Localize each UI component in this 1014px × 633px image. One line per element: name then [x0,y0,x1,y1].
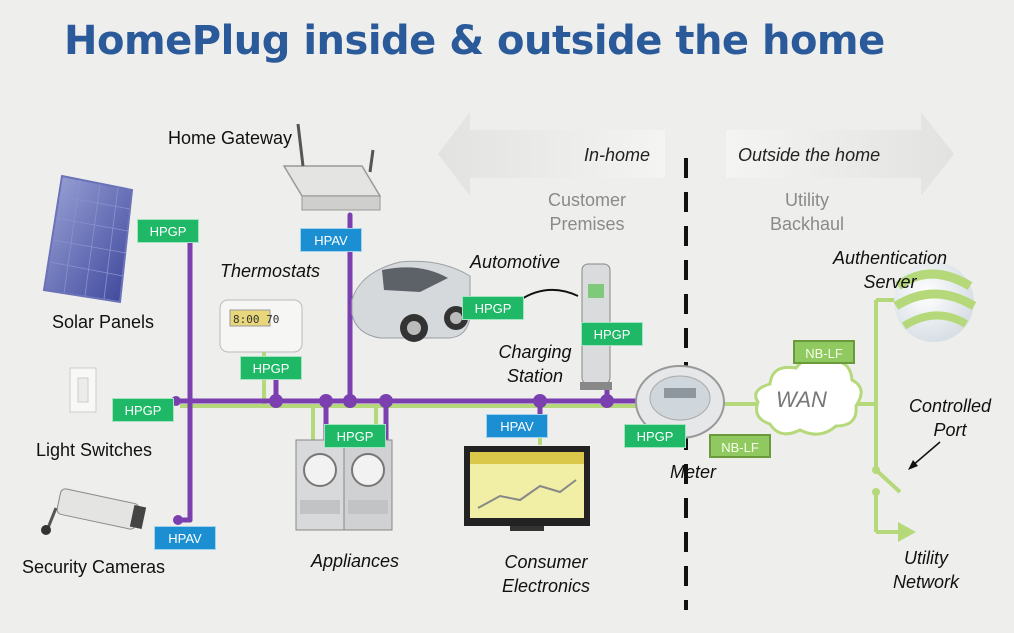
bus-junctions [171,394,614,525]
washer-dryer-icon [295,439,393,531]
tag-hpgp-appliances: HPGP [324,424,386,448]
tag-hpgp-automotive: HPGP [462,296,524,320]
solar-panels-label: Solar Panels [52,312,155,332]
utility-backhaul-label: Utility Backhaul [769,190,845,234]
tag-nblf-wan: NB-LF [793,340,855,364]
utility-network-label: Utility Network [892,548,959,592]
tag-hpgp-solar: HPGP [137,219,199,243]
charging-station-label: Charging Station [498,342,572,386]
thermostats-label: Thermostats [220,261,321,281]
svg-text:8:00 70: 8:00 70 [233,313,279,326]
security-camera-icon [41,488,147,535]
router-icon [282,123,382,211]
thermostat-icon: 8:00 70 [219,299,303,353]
tag-hpgp-light-switch: HPGP [112,398,174,422]
tv-icon [464,446,590,531]
tag-hpav-gateway: HPAV [300,228,362,252]
consumer-electronics-label: Consumer Electronics [501,552,591,596]
home-gateway-label: Home Gateway [168,128,293,148]
charging-cable [519,289,579,301]
wan-label: WAN [776,387,827,412]
tag-hpav-camera: HPAV [154,526,216,550]
appliances-label: Appliances [311,551,400,571]
solar-panel-icon [42,174,134,304]
light-switch-icon [69,367,97,413]
page-title: HomePlug inside & outside the home [64,18,885,64]
controlled-port-label: Controlled Port [908,396,992,440]
in-home-arrow [438,112,665,196]
utility-network-arrowhead [898,522,916,542]
customer-premises-label: Customer Premises [547,190,627,234]
authentication-server-label: Authentication Server [832,248,948,292]
server-globe-icon [893,262,977,342]
tag-hpgp-meter: HPGP [624,424,686,448]
tag-nblf-meter: NB-LF [709,434,771,458]
electric-meter-icon [635,365,725,439]
meter-label: Meter [670,462,717,482]
tag-hpgp-thermostat: HPGP [240,356,302,380]
security-cameras-label: Security Cameras [22,557,166,577]
outside-home-arrow [726,112,954,196]
controlled-port-pointer [911,441,941,467]
tag-hpgp-charger: HPGP [581,322,643,346]
in-home-label: In-home [584,145,651,165]
automotive-label: Automotive [470,252,561,272]
outside-home-label: Outside the home [738,145,881,165]
light-switches-label: Light Switches [36,440,153,460]
tag-hpav-electronics: HPAV [486,414,548,438]
car-icon [351,260,471,342]
